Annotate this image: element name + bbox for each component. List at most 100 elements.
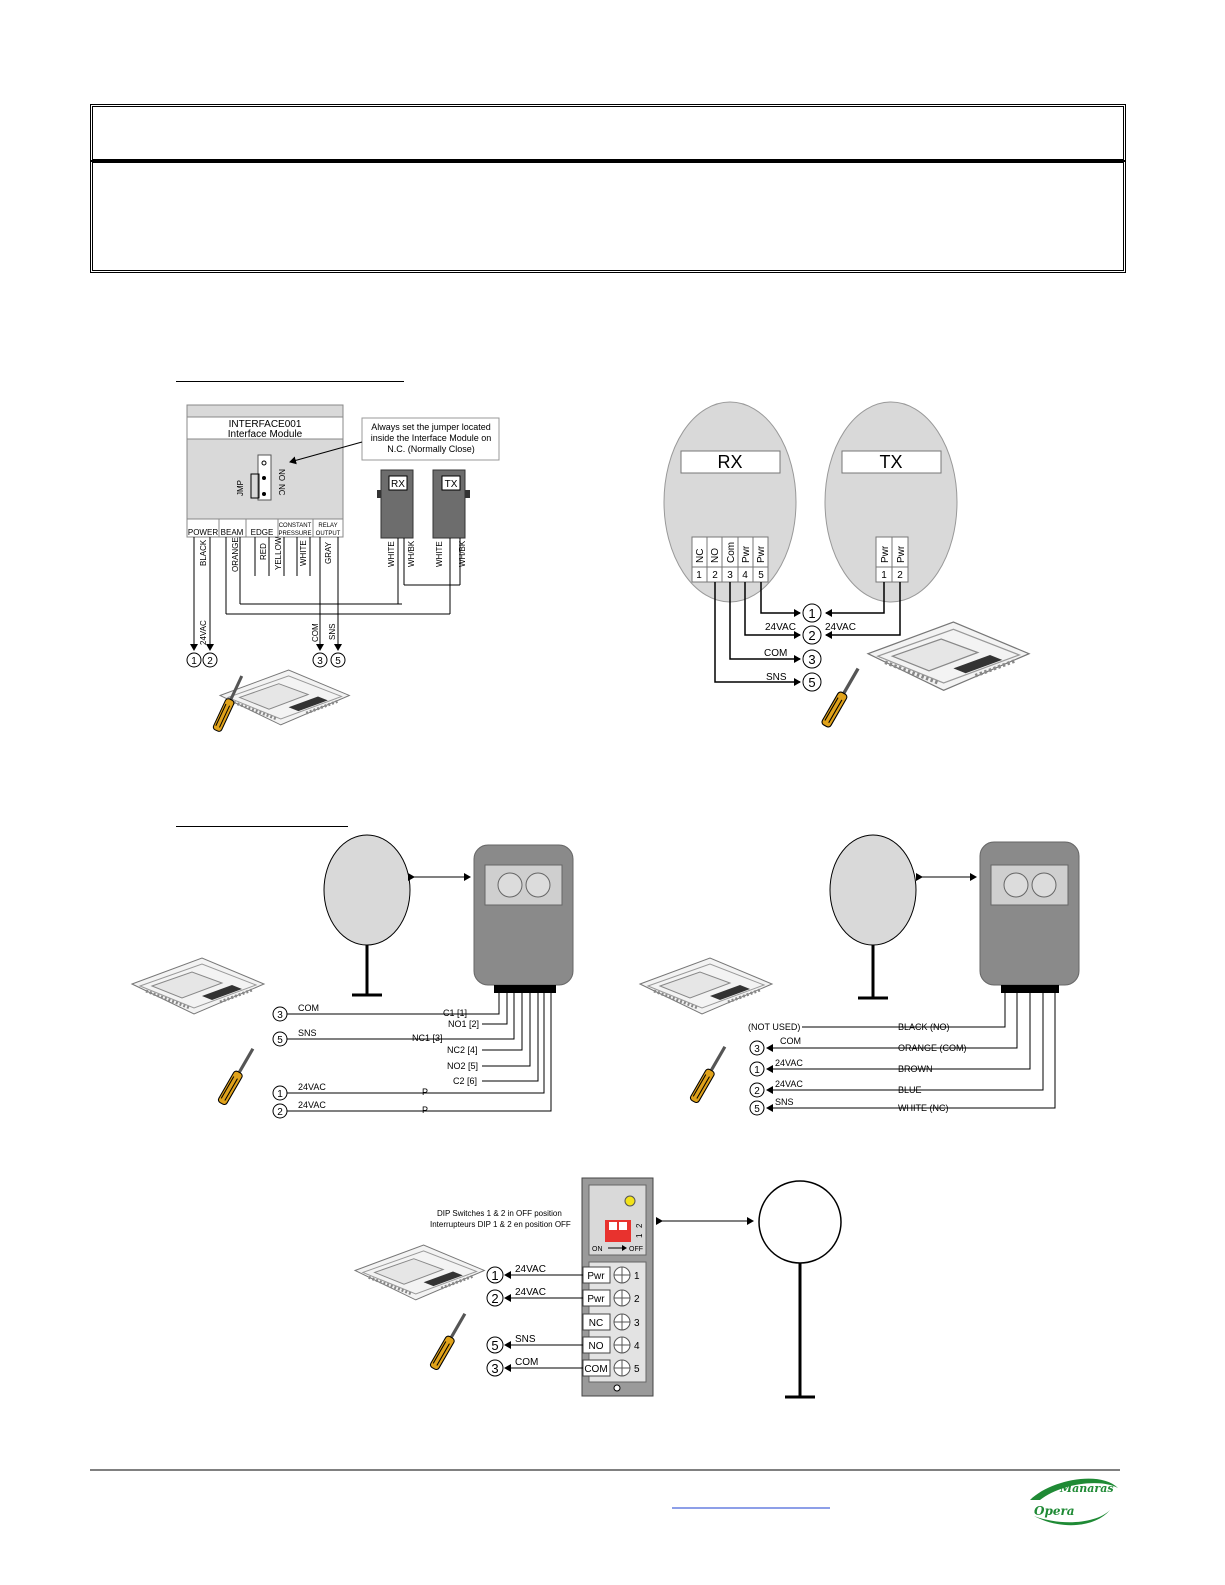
section-heading-underline — [176, 826, 348, 827]
contact-p: P — [422, 1105, 428, 1115]
header-info-box — [90, 160, 1126, 273]
wire-orange-com: ORANGE (COM) — [898, 1043, 967, 1053]
left-com: COM — [298, 1003, 319, 1013]
tx-24vac: 24VAC — [825, 622, 856, 633]
dip-com: COM — [515, 1357, 538, 1368]
sensor-left-diagram: C1 [1] NO1 [2] NC1 [3] NC2 [4] NO2 [5] C… — [130, 834, 574, 1119]
dip-terminal-3: 3 — [491, 1361, 498, 1376]
tx-wire-whbk: WH/BK — [458, 540, 467, 567]
contact-nc1: NC1 [3] — [412, 1033, 443, 1043]
rx-com: COM — [764, 648, 787, 659]
rx-term-com: Com — [726, 542, 737, 563]
not-used-label: (NOT USED) — [748, 1022, 800, 1032]
right-24vac: 24VAC — [775, 1058, 803, 1068]
dip-term-label: COM — [584, 1364, 607, 1375]
rx-tx-diagram: RX TX NC NO Com Pwr Pwr 1 2 3 4 5 Pwr Pw… — [663, 401, 1031, 729]
interface-subtitle: Interface Module — [228, 429, 303, 440]
left-terminal-5: 5 — [277, 1035, 283, 1046]
wire-brown: BROWN — [898, 1064, 933, 1074]
left-terminal-1: 1 — [277, 1089, 283, 1100]
dip-sensor-diagram: DIP Switches 1 & 2 in OFF position Inter… — [353, 1177, 842, 1399]
group-constant: CONSTANT — [279, 523, 312, 529]
right-sns: SNS — [775, 1097, 794, 1107]
manaras-opera-logo: Manaras Opera — [1030, 1478, 1118, 1526]
no-label: NO — [277, 469, 286, 481]
dip-terminal-1: 1 — [491, 1268, 498, 1283]
section-heading-underline — [176, 381, 404, 382]
sensor-right-diagram: BLACK (NO) ORANGE (COM) BROWN BLUE WHITE… — [638, 834, 1080, 1116]
rx-num-3: 3 — [727, 570, 733, 581]
rx-wire-whbk: WH/BK — [407, 540, 416, 567]
dip-terminal-rows: Pwr Pwr NC NO COM 1 2 3 4 5 — [582, 1266, 640, 1377]
tx-term-pwr: Pwr — [880, 545, 891, 563]
screwdriver-icon — [820, 665, 863, 729]
wire-yellow: YELLOW — [274, 536, 283, 570]
right-com: COM — [780, 1036, 801, 1046]
dip-note-en: DIP Switches 1 & 2 in OFF position — [437, 1209, 562, 1218]
dip-term-num: 2 — [634, 1294, 640, 1305]
dip-num-2: 2 — [635, 1223, 644, 1228]
group-power: POWER — [188, 528, 218, 537]
terminal-3: 3 — [317, 656, 323, 667]
right-terminal-2: 2 — [754, 1086, 760, 1097]
label-com: COM — [311, 623, 320, 642]
tx-term-pwr: Pwr — [896, 545, 907, 563]
rx-title: RX — [717, 452, 742, 472]
dip-term-num: 5 — [634, 1364, 640, 1375]
right-24vac: 24VAC — [775, 1079, 803, 1089]
dip-term-label: Pwr — [587, 1271, 605, 1282]
group-output: OUTPUT — [316, 531, 341, 537]
tx-label: TX — [445, 479, 458, 490]
interface-title: INTERFACE001 — [229, 419, 302, 430]
terminal-2: 2 — [207, 656, 213, 667]
rx-term-nc: NC — [695, 549, 706, 563]
left-24vac: 24VAC — [298, 1082, 326, 1092]
interface-module-diagram: INTERFACE001 Interface Module JMP NO NC … — [186, 404, 500, 733]
group-relay: RELAY — [318, 523, 337, 529]
rx-num-4: 4 — [742, 570, 748, 581]
right-terminal-1: 1 — [754, 1065, 760, 1076]
left-sns: SNS — [298, 1028, 317, 1038]
tx-num-1: 1 — [881, 570, 887, 581]
rx-wire-white: WHITE — [387, 541, 396, 567]
group-beam: BEAM — [221, 528, 244, 537]
rx-num-2: 2 — [712, 570, 718, 581]
contact-p: P — [422, 1087, 428, 1097]
wire-blue: BLUE — [898, 1085, 922, 1095]
tx-wire-white: WHITE — [435, 541, 444, 567]
screwdriver-icon — [688, 1043, 730, 1105]
wire-black-no: BLACK (NO) — [898, 1022, 950, 1032]
rx-term-no: NO — [710, 548, 721, 563]
dip-term-num: 3 — [634, 1318, 640, 1329]
dip-num-1: 1 — [635, 1233, 644, 1238]
rx-24vac: 24VAC — [765, 622, 796, 633]
contact-nc2: NC2 [4] — [447, 1045, 478, 1055]
jumper-note-line-1: Always set the jumper located — [371, 422, 491, 432]
right-terminal-3: 3 — [754, 1044, 760, 1055]
screwdriver-icon — [216, 1045, 258, 1107]
circuit-board-icon — [638, 956, 774, 1016]
dip-on: ON — [592, 1246, 603, 1253]
wire-gray: GRAY — [324, 541, 333, 564]
dip-term-num: 1 — [634, 1271, 640, 1282]
label-24vac: 24VAC — [199, 620, 208, 645]
wire-orange: ORANGE — [231, 537, 240, 572]
tx-num-2: 2 — [897, 570, 903, 581]
circuit-board-icon — [866, 620, 1031, 693]
wire-black: BLACK — [199, 539, 208, 566]
rx-term-pwr: Pwr — [741, 545, 752, 563]
rx-terminal-3: 3 — [808, 652, 815, 667]
contact-no2: NO2 [5] — [447, 1061, 478, 1071]
dip-term-label: NC — [589, 1318, 603, 1329]
screwdriver-icon — [428, 1310, 470, 1372]
dip-sns: SNS — [515, 1334, 536, 1345]
rx-term-pwr: Pwr — [756, 545, 767, 563]
wire-white-nc: WHITE (NC) — [898, 1103, 949, 1113]
dip-term-num: 4 — [634, 1341, 640, 1352]
contact-no1: NO1 [2] — [448, 1019, 479, 1029]
dip-term-label: NO — [589, 1341, 604, 1352]
logo-manaras: Manaras — [1059, 1482, 1114, 1495]
dip-term-label: Pwr — [587, 1294, 605, 1305]
rx-label: RX — [391, 479, 405, 490]
